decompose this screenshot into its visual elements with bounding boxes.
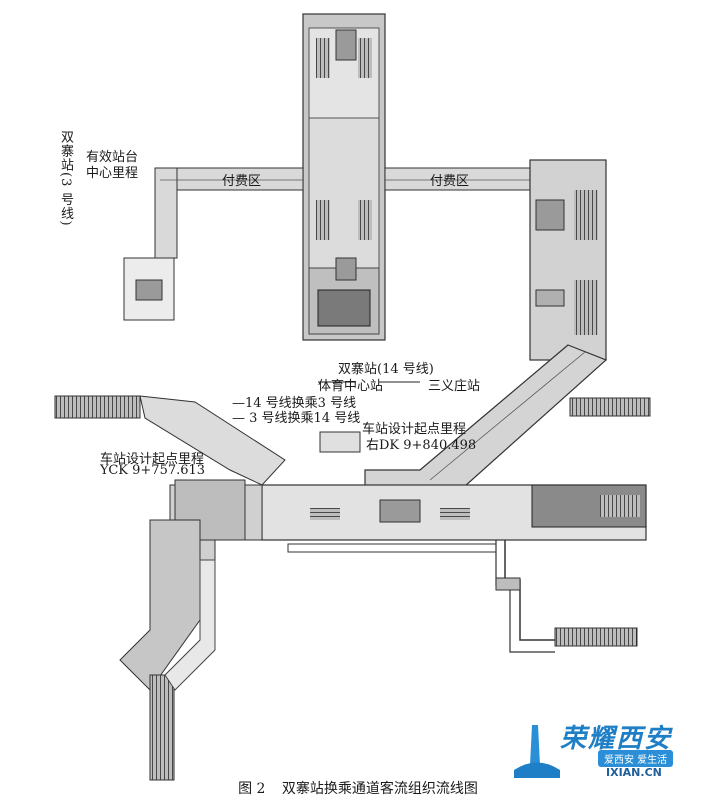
paid-area-left-label: 付费区 xyxy=(222,174,262,189)
brand-watermark: 荣耀西安 爱西安 爱生活 IXIAN.CN xyxy=(512,716,702,784)
transfer-3-to-14-label: — 3 号线换乘14 号线 xyxy=(232,411,361,426)
effective-platform-label-2: 中心里程 xyxy=(86,166,139,181)
tower-logo-icon xyxy=(514,725,560,778)
figure-title: 双寨站换乘通道客流组织流线图 xyxy=(281,781,478,797)
right-vertical-block xyxy=(529,159,607,361)
brand-name: 荣耀西安 xyxy=(560,724,673,754)
station-start-mileage-left-label-1: 车站设计起点里程 xyxy=(100,452,205,467)
line14-station-body xyxy=(302,13,386,341)
left-inclined-passage xyxy=(54,395,286,781)
paid-area-right-label: 付费区 xyxy=(430,174,470,189)
brand-site: IXIAN.CN xyxy=(606,766,662,779)
bottom-concourse xyxy=(261,484,647,553)
paid-area-corridors xyxy=(154,167,531,259)
shuangzhai-line14-label: 双寨站(14 号线) xyxy=(338,362,434,377)
line3-small-box xyxy=(123,257,175,321)
shuangzhai-line3-label: 双寨站(3 号线) xyxy=(58,130,73,227)
station-start-mileage-right-label-2: 右DK 9+840.498 xyxy=(366,438,477,453)
legend-symbols xyxy=(318,381,420,453)
sanyizhuang-station-label: 三义庄站 xyxy=(428,379,481,394)
brand-slogan: 爱西安 爱生活 xyxy=(598,750,674,767)
figure-caption: 图 2 双寨站换乘通道客流组织流线图 xyxy=(0,778,716,798)
figure-number: 图 2 xyxy=(238,781,266,797)
station-start-mileage-right-label-1: 车站设计起点里程 xyxy=(362,422,467,437)
station-start-mileage-left-label-2: YCK 9+757.613 xyxy=(100,463,206,478)
right-outlets xyxy=(495,397,651,653)
effective-platform-label-1: 有效站台 xyxy=(86,150,139,165)
sports-center-station-label: 体育中心站 xyxy=(318,379,384,394)
transfer-14-to-3-label: —14 号线换乘3 号线 xyxy=(232,396,357,411)
